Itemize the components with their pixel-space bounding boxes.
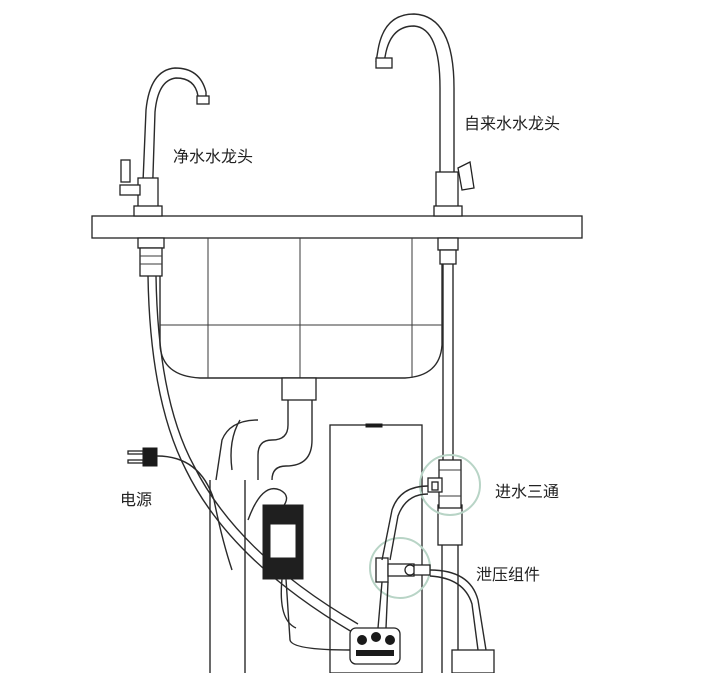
tap-supply-pipe	[437, 264, 495, 674]
drain-trap	[209, 377, 317, 673]
power-adapter	[247, 488, 351, 651]
purified-tubing	[147, 275, 359, 633]
label-tap-faucet: 自来水水龙头	[464, 114, 560, 133]
unit-connector	[349, 627, 401, 665]
inlet-tee	[419, 454, 481, 516]
feed-tubing	[377, 485, 487, 651]
tap-faucet	[375, 13, 475, 265]
countertop	[91, 215, 583, 239]
label-pressure-relief: 泄压组件	[476, 565, 540, 584]
label-inlet-tee: 进水三通	[495, 482, 559, 501]
power-plug	[127, 447, 233, 571]
sink-basin	[159, 238, 443, 379]
label-power: 电源	[120, 490, 152, 509]
pressure-relief-assembly	[369, 537, 431, 599]
label-purified-faucet: 净水水龙头	[173, 147, 253, 166]
purified-faucet	[119, 67, 210, 277]
